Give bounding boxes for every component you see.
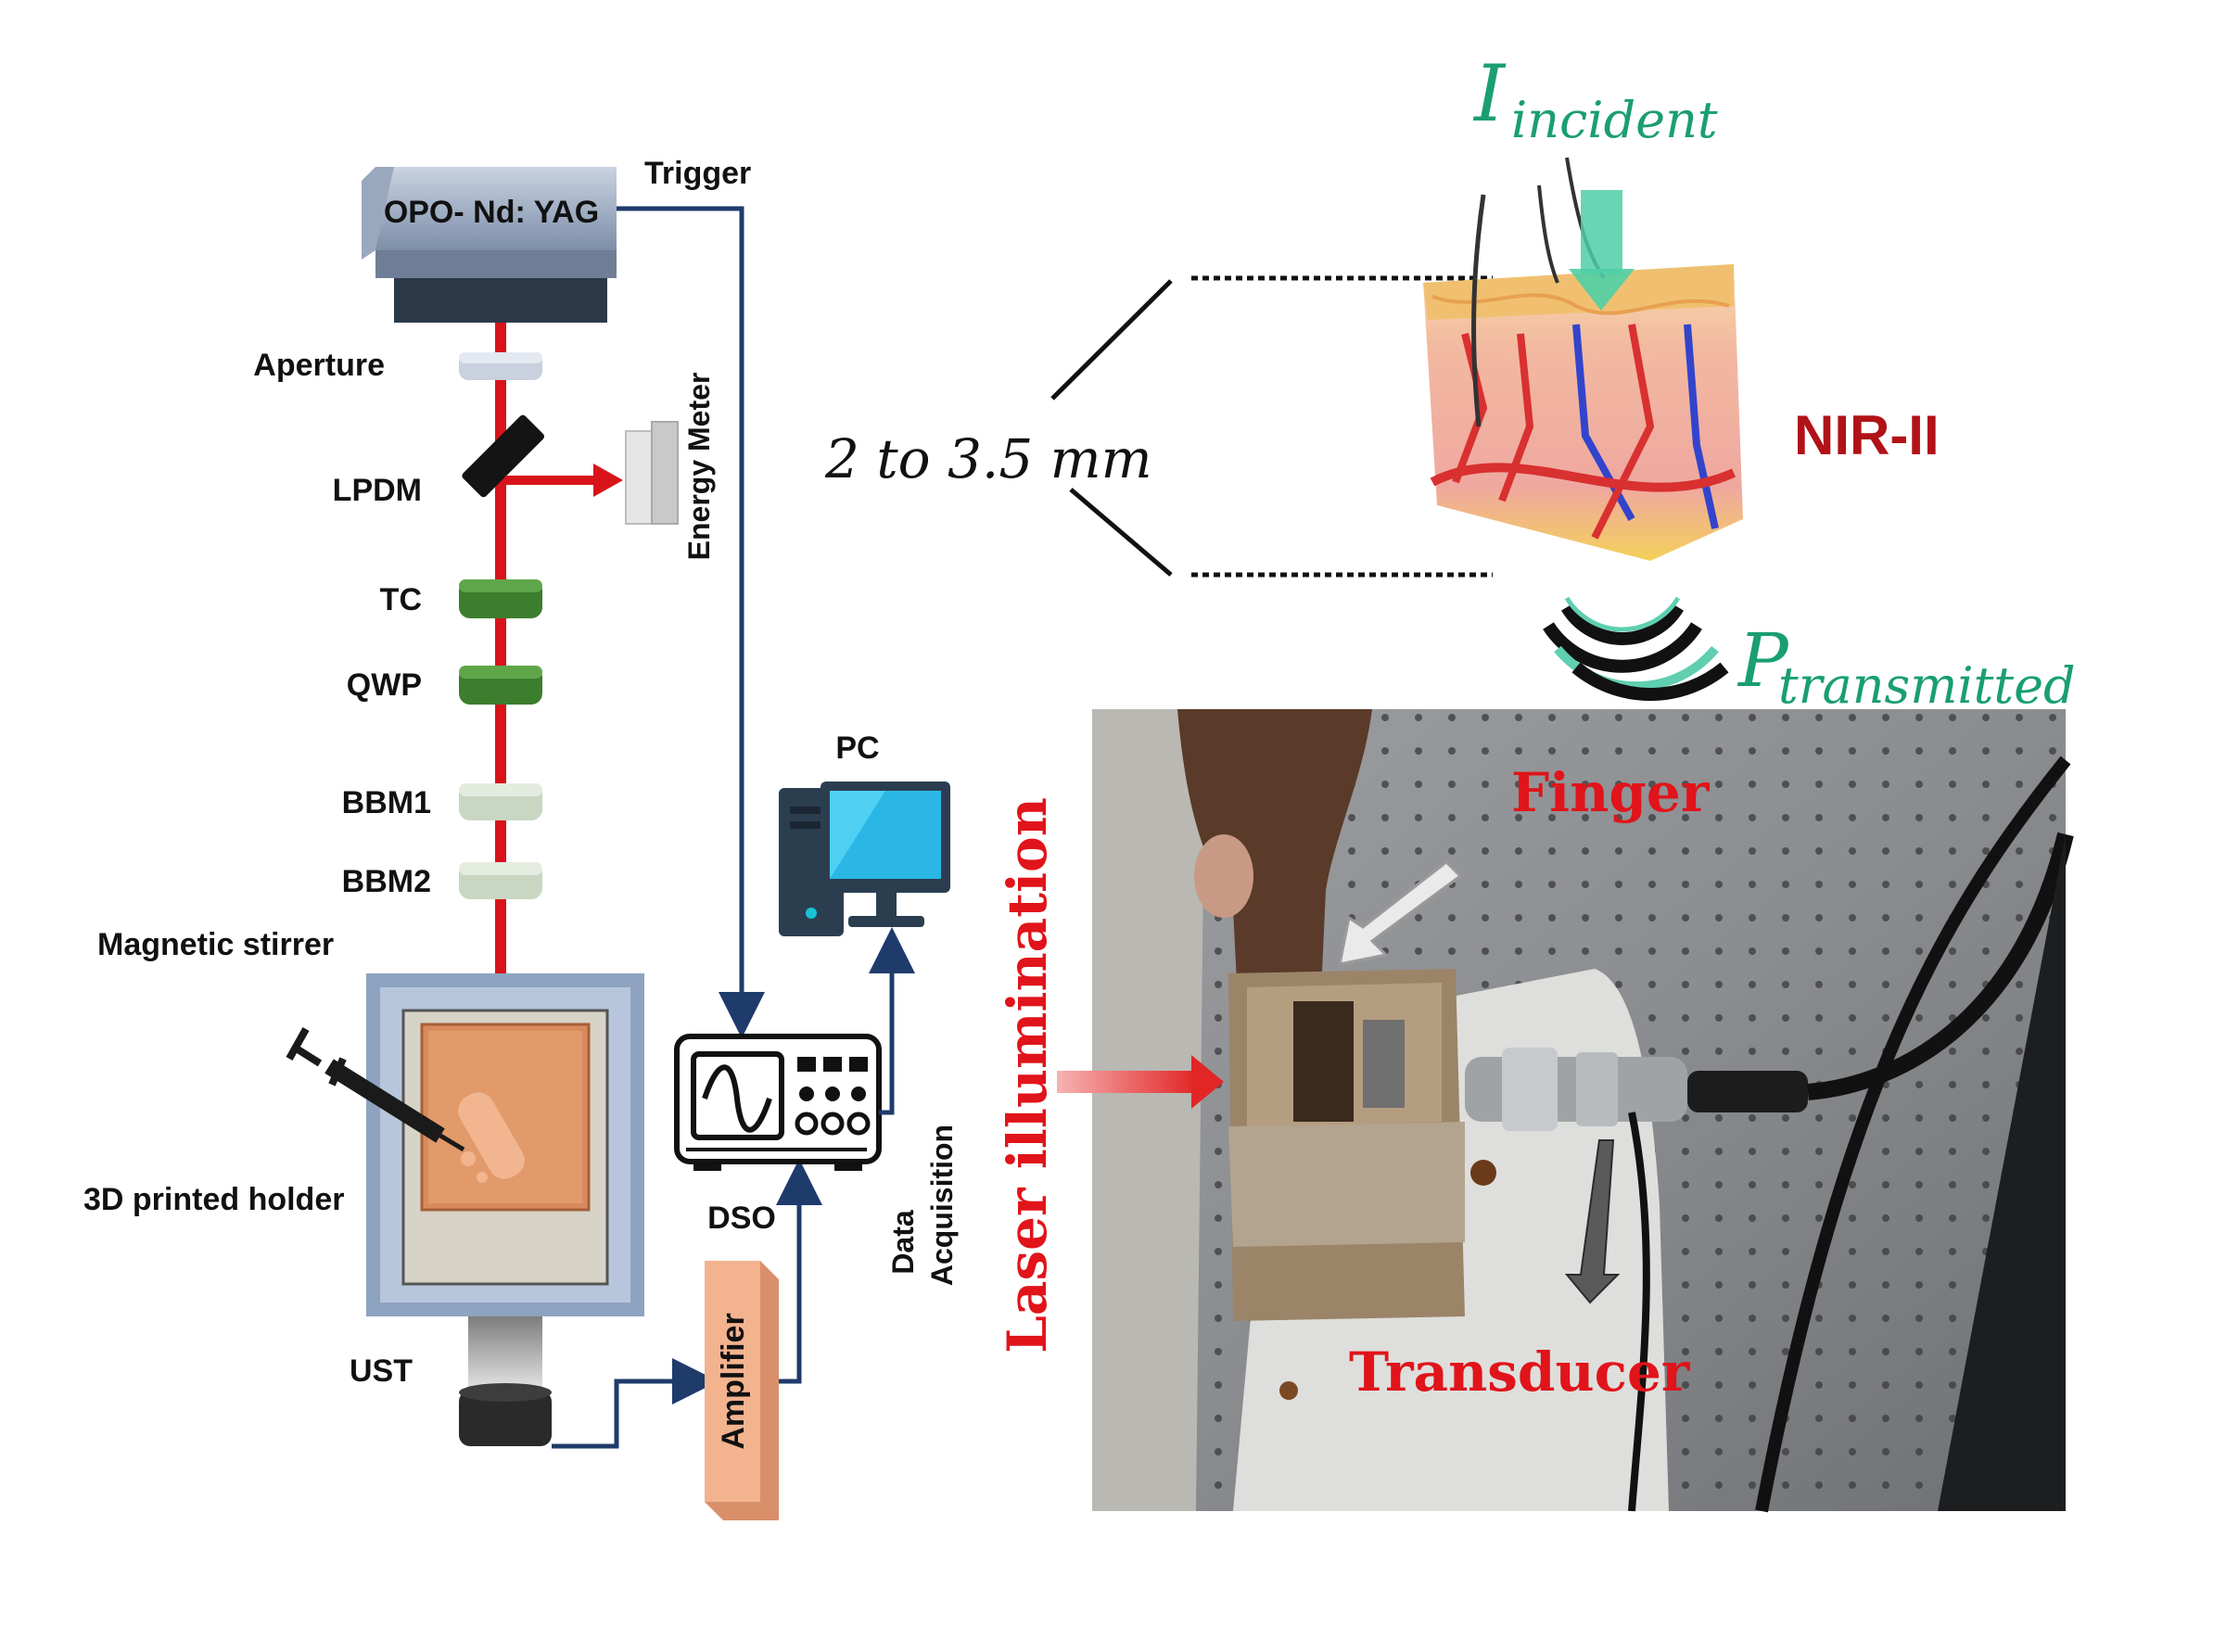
dso-label: DSO [707, 1201, 776, 1236]
experiment-photo [1092, 709, 2074, 1513]
laser-illumination-label: Laser illumination [996, 797, 1059, 1353]
transmitted-sub: transmitted [1778, 656, 2076, 715]
3d-printed-holder [420, 1023, 591, 1212]
ust-transducer [459, 1316, 552, 1446]
energy-meter [625, 421, 679, 525]
depth-label: 2 to 3.5 mm [824, 427, 1152, 490]
daq-label-group: Data Acquisition [886, 1125, 959, 1286]
opo-laser: OPO- Nd: YAG [362, 167, 617, 323]
incident-beam-arrow [1569, 190, 1635, 311]
qwp-label: QWP [347, 667, 422, 703]
laser-label: OPO- Nd: YAG [384, 195, 599, 230]
bbm2-mirror [459, 862, 542, 899]
incident-symbol: I [1472, 48, 1507, 139]
finger-label: Finger [1511, 761, 1711, 824]
lpdm-mirror [462, 414, 545, 498]
nir-band-label: NIR-II [1794, 404, 1940, 466]
energy-meter-label: Energy Meter [682, 373, 716, 561]
laser-illumination-arrow [1057, 1055, 1224, 1109]
trigger-label: Trigger [644, 156, 751, 191]
ust-amp-wire [552, 1358, 719, 1449]
dso-oscilloscope [674, 1034, 882, 1171]
amplifier-label: Amplifier [716, 1313, 751, 1449]
lpdm-label: LPDM [333, 473, 422, 508]
bbm1-mirror [459, 783, 542, 820]
skin-block-illustration [1423, 157, 1743, 561]
tc-label: TC [380, 582, 422, 617]
depth-bracket [1050, 275, 1493, 578]
amp-dso-wire [776, 1159, 822, 1384]
stirrer-label: Magnetic stirrer [97, 927, 334, 962]
trigger-wire [617, 206, 765, 1038]
svg-text:Data: Data [886, 1210, 920, 1275]
transmitted-wave-icon [1543, 596, 1729, 701]
incident-sub: incident [1511, 91, 1718, 149]
syringe-icon [286, 1027, 465, 1152]
reflected-arrowhead [593, 464, 623, 497]
daq-label: Acquisition [925, 1125, 959, 1286]
ust-label: UST [350, 1353, 413, 1389]
aperture [459, 352, 542, 380]
bbm2-label: BBM2 [342, 864, 431, 899]
aperture-label: Aperture [253, 348, 385, 383]
tc-lens [459, 579, 542, 618]
holder-label: 3D printed holder [83, 1182, 344, 1217]
amplifier [705, 1261, 779, 1520]
dso-pc-wire [869, 927, 915, 1115]
bbm1-label: BBM1 [342, 785, 431, 820]
pc-icon [779, 782, 950, 936]
transmitted-symbol: P [1736, 617, 1789, 704]
transducer-label: Transducer [1349, 1341, 1691, 1404]
qwp-plate [459, 666, 542, 705]
pc-label: PC [835, 731, 879, 766]
